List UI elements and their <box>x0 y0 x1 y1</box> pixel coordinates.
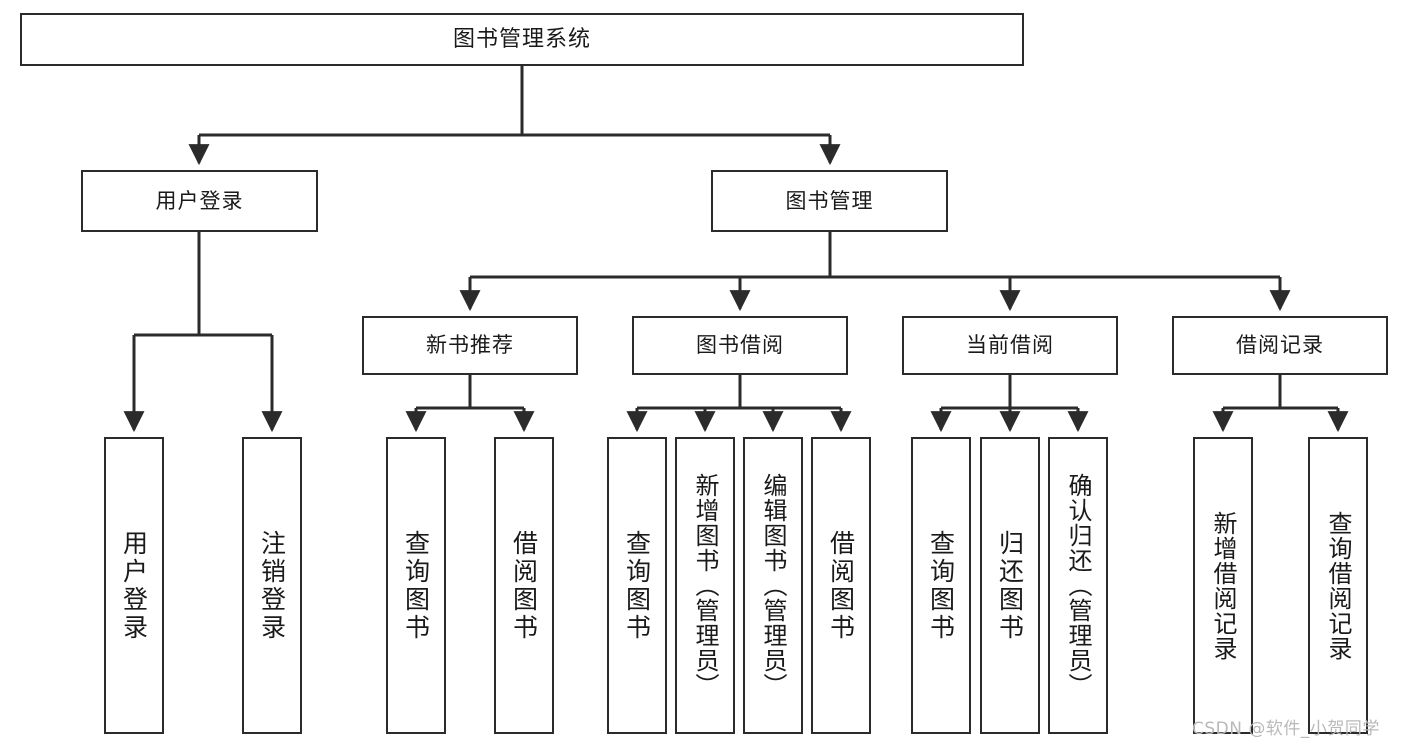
node-current-borrow[interactable]: 当前借阅 <box>902 316 1118 375</box>
node-label: 借阅图书 <box>509 529 539 642</box>
node-label: 查询图书 <box>926 529 956 642</box>
csdn-watermark: CSDN @软件_小贺同学 <box>1192 719 1380 739</box>
node-label: 当前借阅 <box>966 333 1054 358</box>
leaf-query-book-recommend[interactable]: 查询图书 <box>386 437 446 734</box>
leaf-query-book-borrow[interactable]: 查询图书 <box>607 437 667 734</box>
node-label: 图书借阅 <box>696 333 784 358</box>
node-label: 用户登录 <box>155 188 244 213</box>
node-label: 归还图书 <box>995 529 1025 642</box>
node-root-system[interactable]: 图书管理系统 <box>20 13 1024 66</box>
leaf-query-borrow-record[interactable]: 查询借阅记录 <box>1308 437 1368 734</box>
node-label: 新增借阅记录 <box>1209 510 1237 661</box>
node-user-login[interactable]: 用户登录 <box>81 170 318 232</box>
leaf-user-login[interactable]: 用户登录 <box>104 437 164 734</box>
node-book-management[interactable]: 图书管理 <box>711 170 948 232</box>
leaf-query-book-current[interactable]: 查询图书 <box>911 437 971 734</box>
node-label: 图书管理系统 <box>452 26 591 52</box>
node-label: 借阅记录 <box>1236 333 1324 358</box>
node-label: 新增图书（管理员） <box>691 473 719 698</box>
node-borrow-record[interactable]: 借阅记录 <box>1172 316 1388 375</box>
leaf-add-borrow-record[interactable]: 新增借阅记录 <box>1193 437 1253 734</box>
leaf-confirm-return-admin[interactable]: 确认归还（管理员） <box>1048 437 1108 734</box>
node-label: 查询借阅记录 <box>1324 510 1352 661</box>
leaf-borrow-book-borrow[interactable]: 借阅图书 <box>811 437 871 734</box>
node-label: 查询图书 <box>622 529 652 642</box>
leaf-edit-book-admin[interactable]: 编辑图书（管理员） <box>743 437 803 734</box>
leaf-return-book[interactable]: 归还图书 <box>980 437 1040 734</box>
node-book-borrow[interactable]: 图书借阅 <box>632 316 848 375</box>
node-label: 查询图书 <box>401 529 431 642</box>
leaf-logout-login[interactable]: 注销登录 <box>242 437 302 734</box>
node-label: 图书管理 <box>785 188 874 213</box>
node-label: 用户登录 <box>119 529 149 642</box>
leaf-add-book-admin[interactable]: 新增图书（管理员） <box>675 437 735 734</box>
node-label: 新书推荐 <box>426 333 514 358</box>
node-label: 注销登录 <box>257 529 287 642</box>
leaf-borrow-book-recommend[interactable]: 借阅图书 <box>494 437 554 734</box>
node-new-book-recommend[interactable]: 新书推荐 <box>362 316 578 375</box>
node-label: 借阅图书 <box>826 529 856 642</box>
node-label: 编辑图书（管理员） <box>759 473 787 698</box>
node-label: 确认归还（管理员） <box>1064 473 1092 698</box>
